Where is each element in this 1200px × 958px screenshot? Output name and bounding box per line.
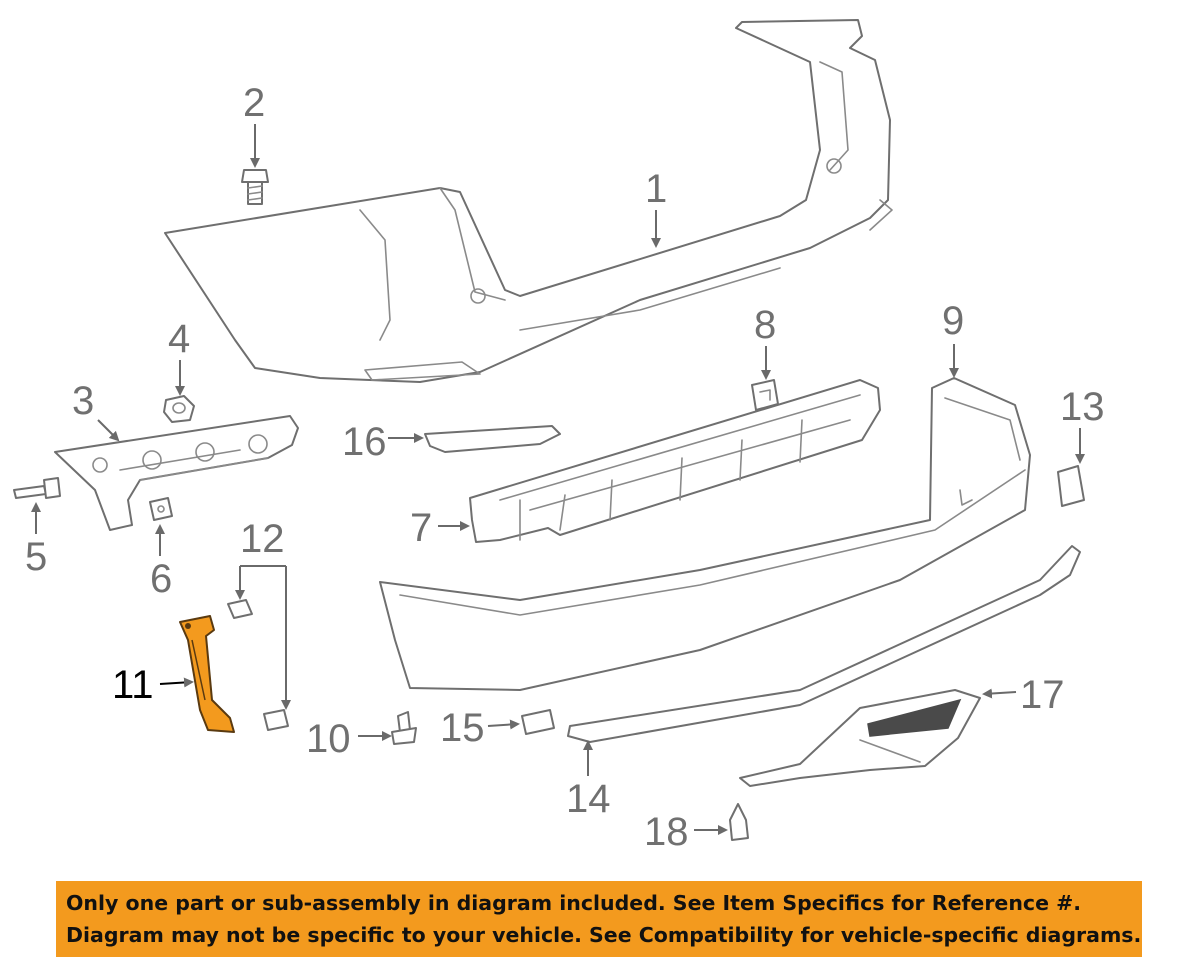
bracket-3 [54,415,299,531]
callout-2: 2 [243,81,265,125]
callout-15: 15 [440,706,485,750]
callout-17: 17 [1020,673,1065,717]
clip-13 [1057,465,1085,507]
diffuser-17 [739,689,981,787]
callout-7: 7 [410,506,432,550]
callout-8: 8 [754,303,776,347]
callout-18: 18 [644,810,689,854]
reflector-16 [424,425,561,453]
callout-labels: 1 2 3 4 5 6 7 8 9 10 11 12 13 14 15 16 1… [25,81,1105,854]
absorber-7 [469,379,881,543]
bracket-11-highlighted [179,615,235,733]
disclaimer-line-1: Only one part or sub-assembly in diagram… [66,891,1082,915]
molding-14 [567,545,1081,743]
callout-12: 12 [240,517,285,561]
callout-9: 9 [942,299,964,343]
callout-16: 16 [342,420,387,464]
callout-1: 1 [645,167,667,211]
screw-18 [729,803,749,841]
screw-5 [13,477,61,499]
parts-diagram: 1 2 3 4 5 6 7 8 9 10 11 12 13 14 15 16 1… [13,19,1105,854]
clip-6 [149,497,173,521]
callout-6: 6 [150,557,172,601]
bumper-cover-upper [164,19,893,383]
callout-3: 3 [72,379,94,423]
pin-10 [391,711,417,745]
leader-lines [31,124,1085,835]
callout-13: 13 [1060,385,1105,429]
callout-11: 11 [112,663,154,707]
callout-10: 10 [306,717,351,761]
nut-12 [227,599,289,731]
callout-5: 5 [25,535,47,579]
nut-15 [521,709,555,735]
disclaimer-banner: Only one part or sub-assembly in diagram… [56,881,1142,957]
bolt-2 [241,169,269,205]
nut-4 [163,395,195,423]
callout-14: 14 [566,777,611,821]
callout-4: 4 [168,317,190,361]
disclaimer-line-2: Diagram may not be specific to your vehi… [66,923,1142,947]
bumper-cover-lower [379,377,1031,691]
